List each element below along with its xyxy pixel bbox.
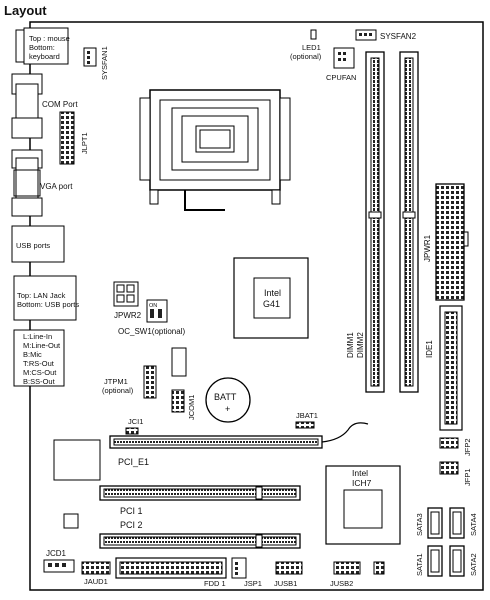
lan-usb-1-label: Top: LAN Jack bbox=[17, 291, 66, 300]
oc-sw1-label: OC_SW1(optional) bbox=[118, 327, 185, 336]
jpwr1-connector: JPWR1 bbox=[423, 183, 469, 301]
pci-e1-label: PCI_E1 bbox=[118, 457, 149, 467]
jaud1-header: JAUD1 bbox=[81, 561, 111, 586]
oc-switch: ON OC_SW1(optional) bbox=[118, 299, 185, 336]
jcom1-header: JCOM1 bbox=[171, 389, 196, 420]
fdd1-connector: FDD 1 bbox=[115, 557, 227, 588]
batt-label: BATT bbox=[214, 392, 237, 402]
battery: BATT + bbox=[205, 377, 251, 423]
jcd1-header: JCD1 bbox=[43, 549, 75, 573]
audio-m2-label: M:CS-Out bbox=[23, 368, 57, 377]
chip-g41-label: G41 bbox=[263, 299, 280, 309]
sata3-label: SATA3 bbox=[415, 513, 424, 536]
sysfan1-label: SYSFAN1 bbox=[100, 46, 109, 80]
audio-m-label: M:Line-Out bbox=[23, 341, 61, 350]
jfp1-header: JFP1 bbox=[439, 461, 472, 486]
sata2-connector: SATA2 bbox=[449, 545, 478, 577]
southbridge-chip: Intel ICH7 bbox=[325, 465, 401, 545]
sata4-label: SATA4 bbox=[469, 513, 478, 536]
pcie1-slot: PCI_E1 bbox=[109, 422, 369, 467]
jsp1-header: JSP1 bbox=[231, 557, 262, 588]
fdd1-label: FDD 1 bbox=[204, 579, 226, 588]
dimm2-label: DIMM2 bbox=[356, 332, 365, 358]
led1-1-label: LED1 bbox=[302, 43, 321, 52]
mouse-keyboard-3-label: keyboard bbox=[29, 52, 60, 61]
jusb2-label: JUSB2 bbox=[330, 579, 353, 588]
pci1-label: PCI 1 bbox=[120, 506, 143, 516]
jtpm1-1-label: JTPM1 bbox=[104, 377, 128, 386]
jfp1-label: JFP1 bbox=[463, 468, 472, 486]
led1: LED1 (optional) bbox=[290, 29, 322, 61]
small-chip bbox=[63, 513, 79, 529]
jci1-label: JCI1 bbox=[128, 417, 143, 426]
ich7-label: ICH7 bbox=[352, 478, 372, 488]
jpwr2-connector: JPWR2 bbox=[113, 281, 142, 320]
audio-codec-chip bbox=[53, 439, 101, 481]
page-title: Layout bbox=[4, 3, 47, 18]
jfp2-header: JFP2 bbox=[439, 437, 472, 456]
audio-t-label: T:RS-Out bbox=[23, 359, 55, 368]
pci1-slot: PCI 1 bbox=[99, 485, 301, 516]
audio-b2-label: B:SS-Out bbox=[23, 377, 56, 386]
ps2-ports: Top : mouse Bottom: keyboard bbox=[15, 27, 70, 65]
vga-port-label: VGA port bbox=[40, 182, 73, 191]
jcom1-label: JCOM1 bbox=[187, 395, 196, 420]
mouse-keyboard-1-label: Top : mouse bbox=[29, 34, 70, 43]
ich-intel-label: Intel bbox=[352, 468, 368, 478]
jtpm1-2-label: (optional) bbox=[102, 386, 134, 395]
sysfan2-label: SYSFAN2 bbox=[380, 32, 417, 41]
lan-usb-block: Top: LAN Jack Bottom: USB ports bbox=[13, 275, 79, 321]
led1-2-label: (optional) bbox=[290, 52, 322, 61]
audio-jacks: L:Line-In M:Line-Out B:Mic T:RS-Out M:CS… bbox=[13, 329, 65, 387]
jfp2-label: JFP2 bbox=[463, 438, 472, 456]
pci2-label: PCI 2 bbox=[120, 520, 143, 530]
usb-ports-block: USB ports bbox=[11, 225, 65, 263]
jlpt1-header: JLPT1 bbox=[59, 111, 89, 165]
sata1-label: SATA1 bbox=[415, 553, 424, 576]
chip-intel-label: Intel bbox=[264, 288, 281, 298]
jbat1-jumper: JBAT1 bbox=[295, 411, 318, 429]
dimm1-label: DIMM1 bbox=[346, 332, 355, 358]
batt-plus-label: + bbox=[225, 404, 230, 414]
jaud1-label: JAUD1 bbox=[84, 577, 108, 586]
small-component bbox=[171, 347, 187, 377]
pci2-slot: PCI 2 bbox=[99, 520, 301, 549]
jtpm1-header: JTPM1 (optional) bbox=[102, 365, 157, 399]
sysfan2-header: SYSFAN2 bbox=[355, 29, 417, 41]
jusb1-label: JUSB1 bbox=[274, 579, 297, 588]
small-header bbox=[373, 561, 385, 575]
sata4-connector: SATA4 bbox=[449, 507, 478, 539]
jsp1-label: JSP1 bbox=[244, 579, 262, 588]
usb-ports-label: USB ports bbox=[16, 241, 50, 250]
sata2-label: SATA2 bbox=[469, 553, 478, 576]
cpufan-header: CPUFAN bbox=[326, 47, 356, 82]
jbat1-label: JBAT1 bbox=[296, 411, 318, 420]
switch-on-label: ON bbox=[149, 303, 157, 309]
cpu-socket bbox=[139, 89, 291, 211]
jcd1-label: JCD1 bbox=[46, 549, 67, 558]
sysfan1-header: SYSFAN1 bbox=[83, 46, 109, 80]
northbridge-chip: Intel G41 bbox=[233, 257, 309, 339]
mouse-keyboard-2-label: Bottom: bbox=[29, 43, 55, 52]
jci1-header: JCI1 bbox=[125, 417, 143, 435]
jusb1-header: JUSB1 bbox=[274, 561, 303, 588]
vga-port: VGA port bbox=[11, 149, 73, 217]
jlpt1-label: JLPT1 bbox=[80, 132, 89, 154]
sata3-connector: SATA3 bbox=[415, 507, 443, 539]
com-port-label: COM Port bbox=[42, 100, 78, 109]
ide1-connector: IDE1 bbox=[425, 305, 463, 431]
dimm-slots: DIMM1 DIMM2 bbox=[346, 51, 419, 393]
jusb2-header: JUSB2 bbox=[330, 561, 361, 588]
sata1-connector: SATA1 bbox=[415, 545, 443, 577]
ide1-label: IDE1 bbox=[425, 340, 434, 358]
lan-usb-2-label: Bottom: USB ports bbox=[17, 300, 79, 309]
jpwr1-label: JPWR1 bbox=[423, 234, 432, 262]
audio-b-label: B:Mic bbox=[23, 350, 42, 359]
audio-l-label: L:Line-In bbox=[23, 332, 52, 341]
com-port: COM Port bbox=[11, 73, 78, 139]
jpwr2-label: JPWR2 bbox=[114, 311, 142, 320]
cpufan-label: CPUFAN bbox=[326, 73, 356, 82]
